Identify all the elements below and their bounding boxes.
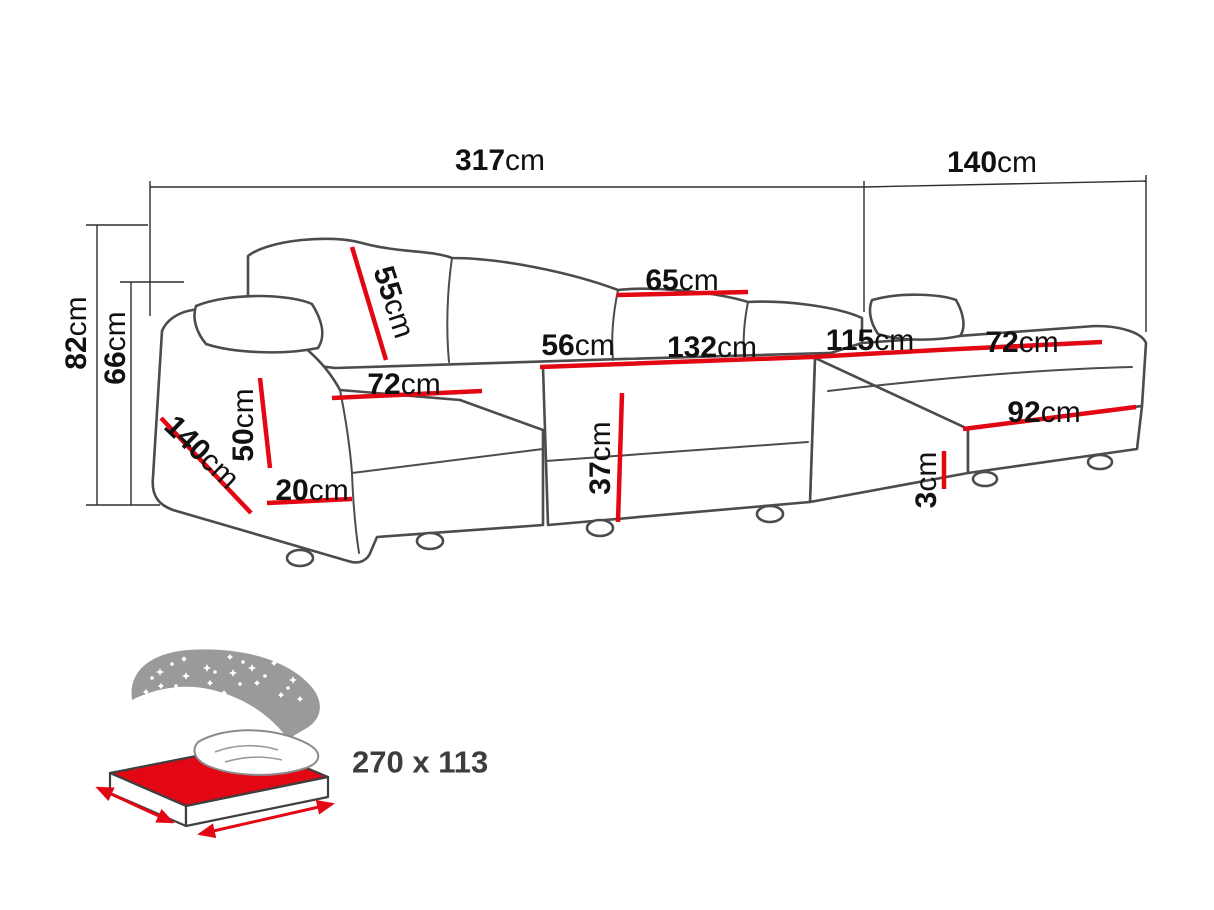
back-cushion-width-line [616,289,749,298]
seat-front-height-line [615,392,625,523]
red-dimension-lines [159,246,1137,523]
right-depth-measure-line [863,180,1147,188]
cushion-separator-3 [742,301,749,358]
sofa-drawing [151,237,1148,568]
foot [285,548,315,568]
dim-seat-depth: 56cm [541,329,614,362]
starry-blanket [131,649,320,739]
bedding-fold-line-1 [214,744,279,753]
dim-center-seat-width: 132cm [667,331,757,364]
cushion-separator-2 [611,289,619,361]
back-cushion-height-line [349,246,389,361]
left-seat-front-seam [351,448,544,474]
sleeping-function-icon: 270 x 113 [95,649,488,838]
star-field [143,654,303,702]
sofa-feet [285,453,1114,568]
dim-total-height: 82cm [60,296,93,369]
right-chaise-seat-seam [827,366,1133,392]
bed-width-arrow [95,786,175,824]
left-front-vertical-seam [351,472,360,554]
dim-armrest-width: 20cm [275,474,348,507]
dim-right-seat-width: 115cm [826,324,914,357]
dim-back-cushion-width: 65cm [645,264,718,297]
dim-armrest-front-height: 50cm [227,388,260,461]
foot [1086,453,1114,471]
seat-width-line [539,339,1103,370]
dim-armrest-back-height: 66cm [99,311,132,384]
dim-leg-height: 3cm [910,452,943,509]
left-seat-width-line [331,388,483,401]
dimension-labels: 317cm 140cm 82cm 66cm 55cm 65cm 56cm 132… [60,144,1081,509]
sleeping-area-size-label: 270 x 113 [352,745,488,780]
armrest-front-height-line [257,377,273,469]
measurement-lines [86,175,1147,506]
left-arm-pillow [193,294,324,354]
stars-pattern [143,654,303,702]
foot [971,470,999,488]
left-chaise-depth-line [159,416,253,515]
right-chaise-length-line [962,404,1137,432]
armrest-width-line [266,496,353,506]
right-back-pillow [868,293,965,341]
dim-right-chaise-seat-width: 72cm [985,326,1058,359]
foot [585,518,615,538]
dim-total-width: 317cm [455,144,545,177]
bed-length-arrow [197,800,335,838]
dim-right-chaise-length: 92cm [1007,396,1080,429]
dim-left-seat-width: 72cm [367,368,440,401]
dim-right-depth: 140cm [947,146,1037,179]
folded-bedding [193,729,320,776]
center-front-seam [545,441,809,462]
foot [755,504,785,524]
backrest-cushions [246,237,864,370]
cushion-separator-1 [446,257,453,363]
dim-seat-front-height: 37cm [584,421,617,494]
bedding-fold-line-2 [224,756,283,763]
foot [415,531,445,551]
